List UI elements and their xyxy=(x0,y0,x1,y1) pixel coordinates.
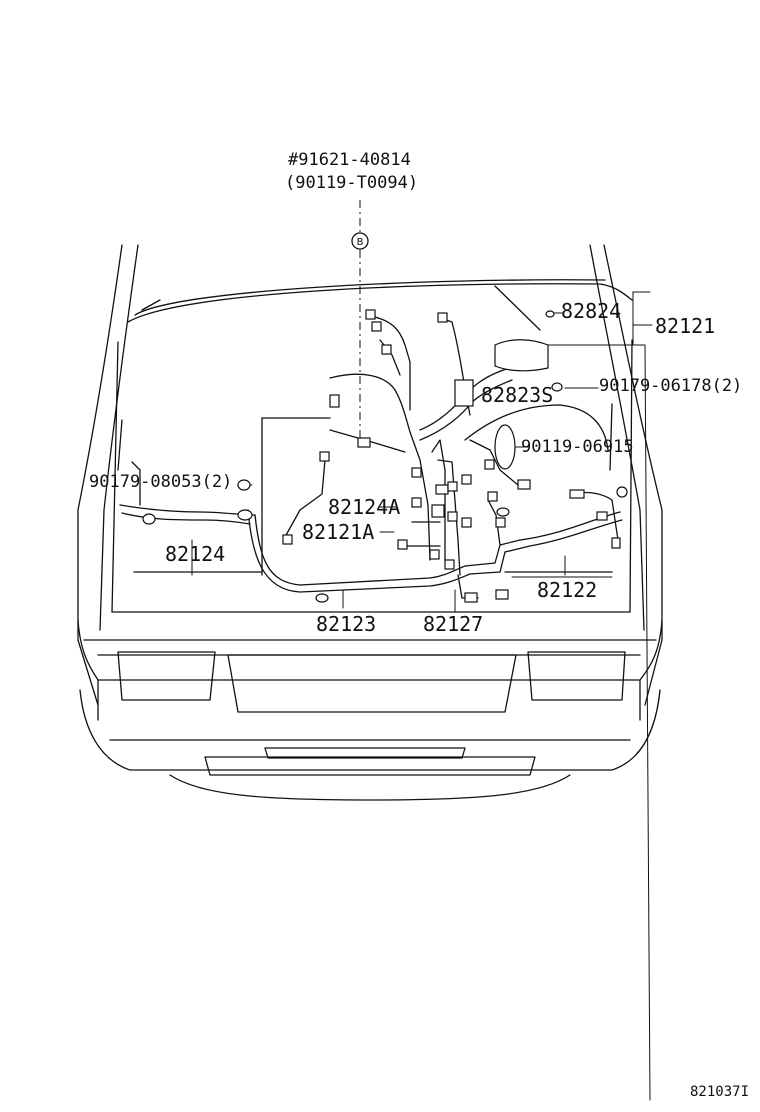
figure-id: 821037I xyxy=(690,1084,750,1100)
part-label-82127: 82127 xyxy=(423,612,484,636)
callout-marker: B xyxy=(351,232,369,250)
part-label-90179-08053: 90179-08053(2) xyxy=(89,472,233,492)
part-label-82124a: 82124A xyxy=(328,495,401,519)
part-label-82122: 82122 xyxy=(537,578,598,602)
part-label-82121: 82121 xyxy=(655,314,716,338)
callout-top-line2: (90119-T0094) xyxy=(285,173,419,193)
part-label-82121a: 82121A xyxy=(302,520,375,544)
harness-connectors xyxy=(142,309,628,603)
wire-harness xyxy=(119,315,623,599)
part-label-82823s: 82823S xyxy=(481,383,554,407)
vehicle-body-outline xyxy=(77,244,663,801)
part-label-90119-06915: 90119-06915 xyxy=(521,437,634,457)
part-label-90179-06178: 90179-06178(2) xyxy=(599,376,743,396)
part-label-82123: 82123 xyxy=(316,612,377,636)
callout-marker-letter: B xyxy=(357,237,364,248)
callout-top-line1: #91621-40814 xyxy=(288,150,411,170)
callout-leader-lines xyxy=(191,200,653,1101)
part-label-82824: 82824 xyxy=(561,299,622,323)
part-label-82124: 82124 xyxy=(165,542,226,566)
